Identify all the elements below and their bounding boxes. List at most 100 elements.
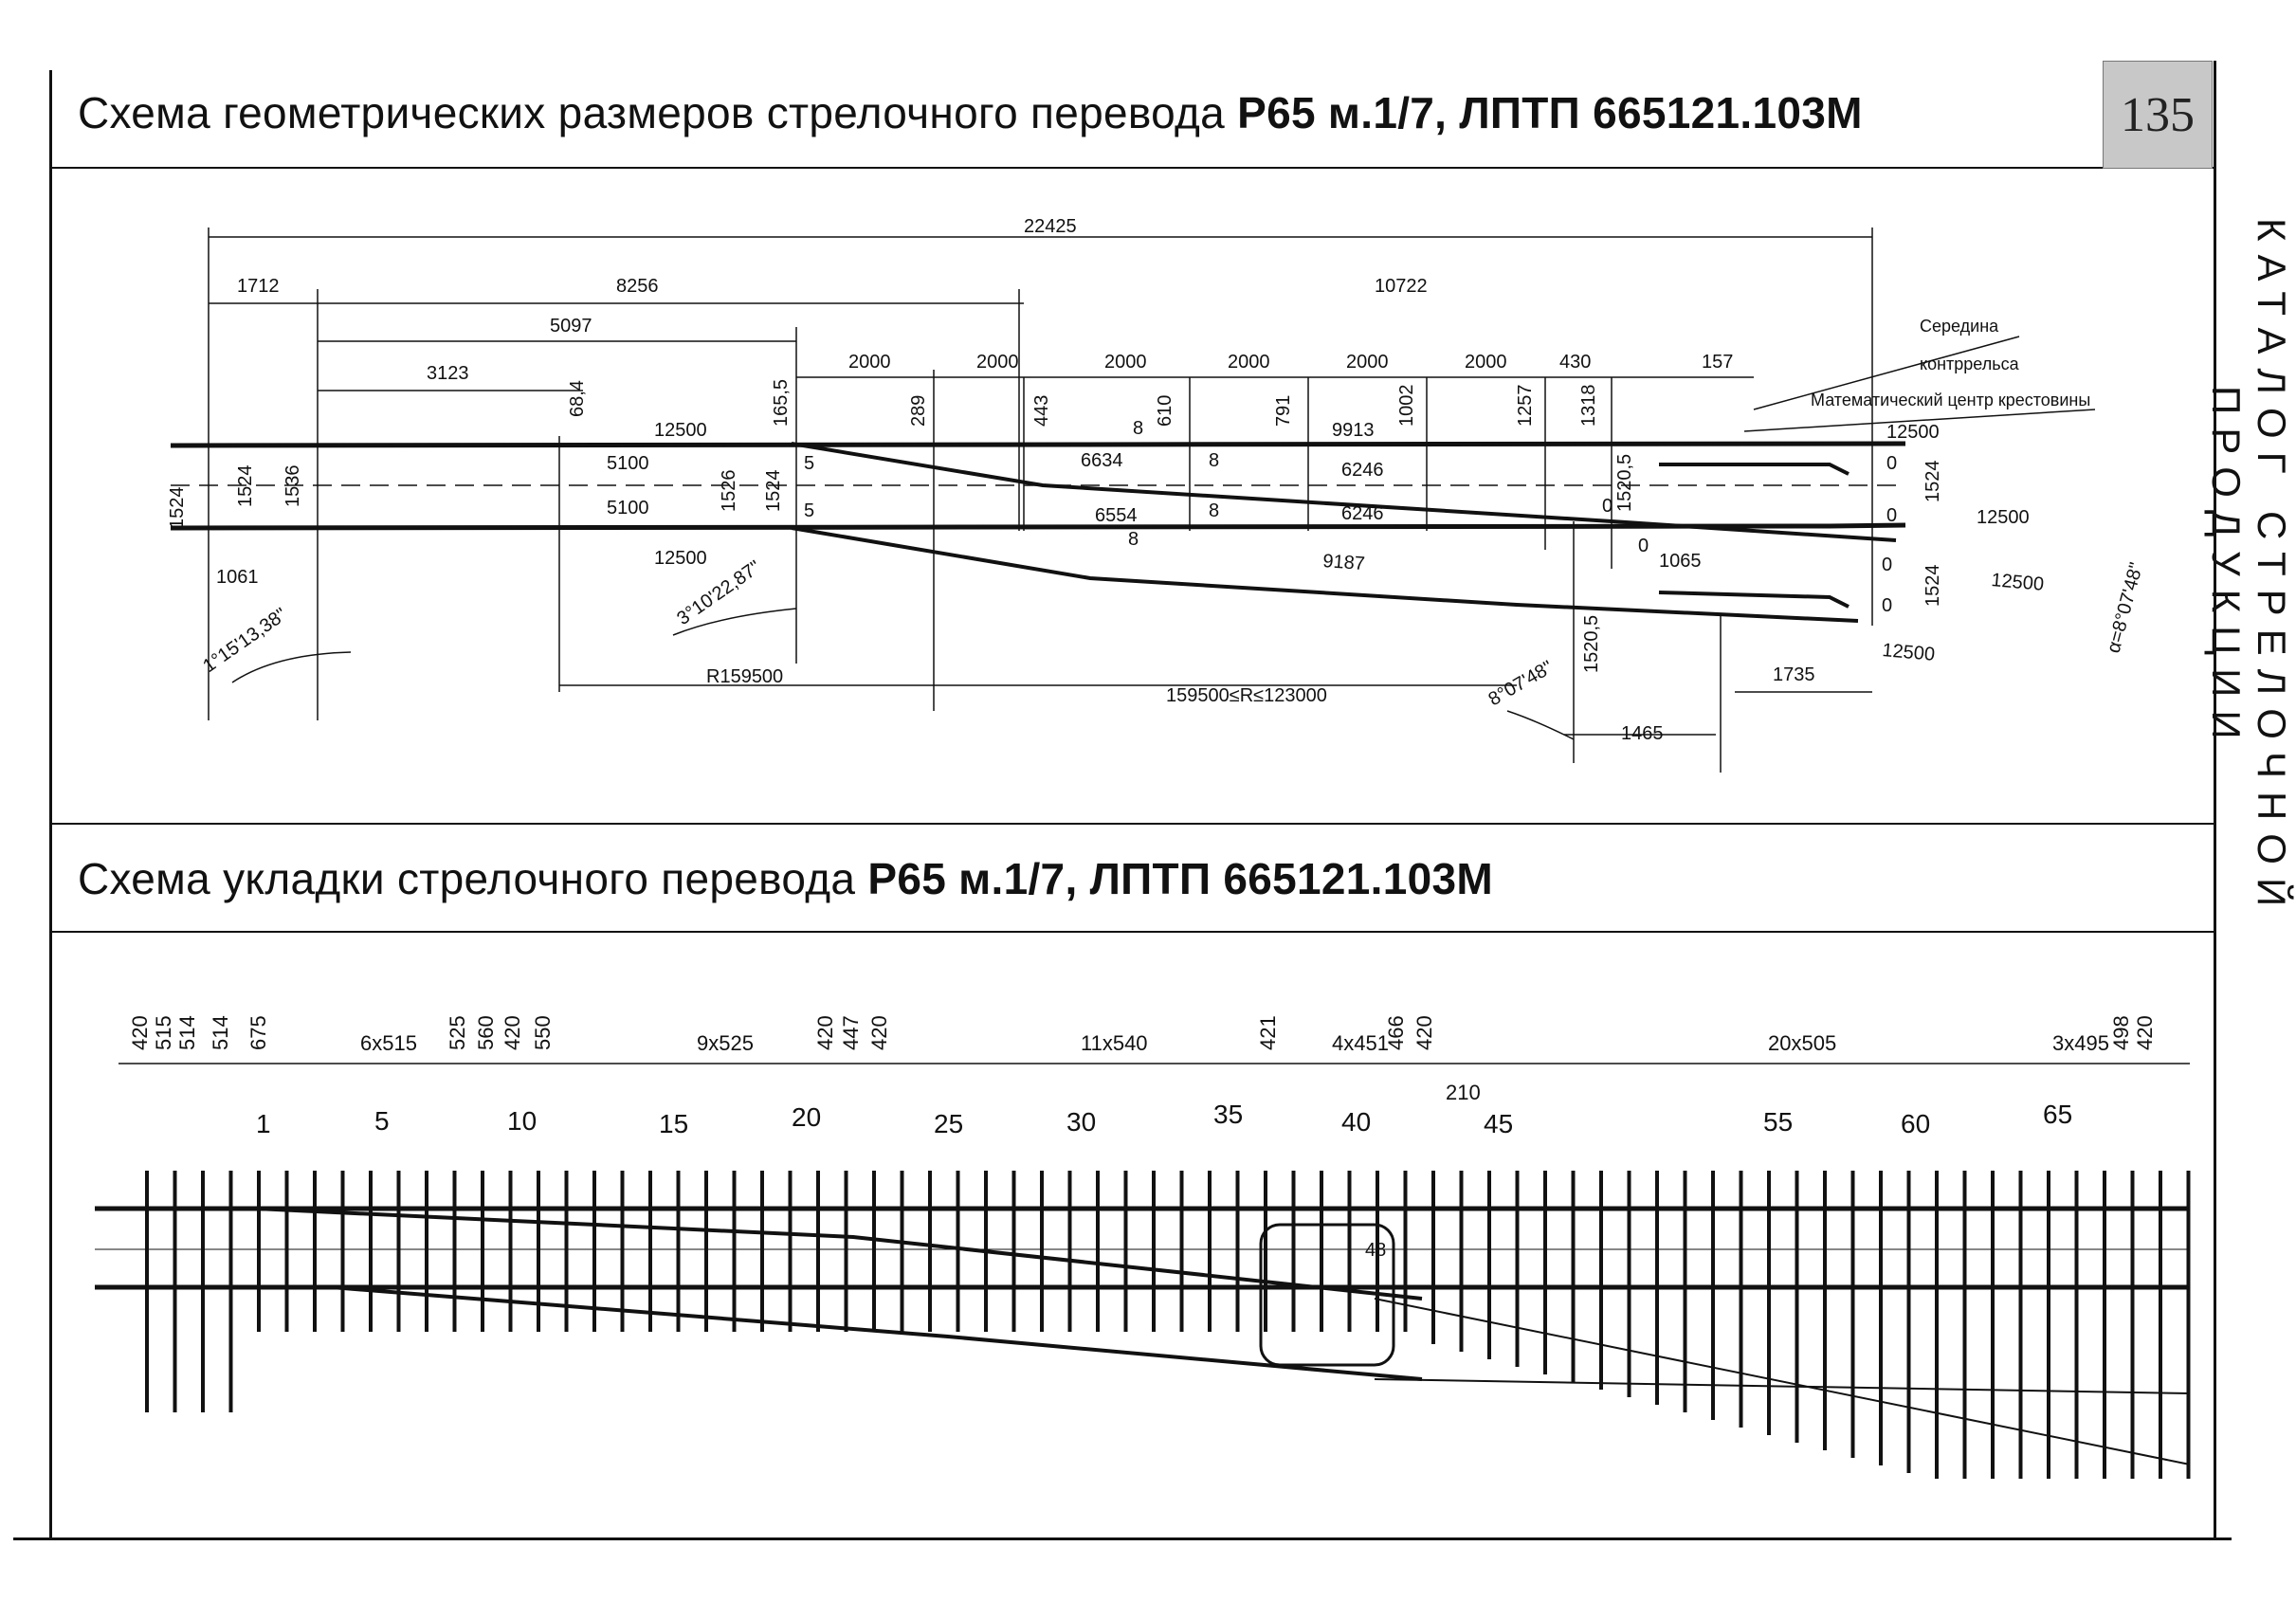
section1-title: Схема геометрических размеров стрелочног… bbox=[78, 87, 1863, 138]
layout-dim-17: 4x451 bbox=[1332, 1031, 1389, 1055]
label-12500-6: 12500 bbox=[1882, 640, 1936, 665]
offset-9: 1318 bbox=[1578, 385, 1599, 428]
span-2: 2000 bbox=[976, 352, 1019, 373]
leader-middle: Середина bbox=[1920, 317, 1999, 336]
radius-1: R159500 bbox=[706, 666, 783, 687]
sleeper-number-10: 10 bbox=[507, 1106, 537, 1136]
sleeper-number-30: 30 bbox=[1066, 1107, 1096, 1137]
divider-1 bbox=[49, 167, 2216, 169]
dim-b: 8256 bbox=[616, 276, 659, 297]
zero-1: 0 bbox=[1886, 453, 1897, 474]
layout-dim-16: 421 bbox=[1256, 1015, 1280, 1050]
layout-dim-18: 466 bbox=[1384, 1015, 1408, 1050]
layout-dim-14: 420 bbox=[867, 1015, 891, 1050]
zero-4: 0 bbox=[1882, 595, 1892, 616]
sleeper-number-5: 5 bbox=[374, 1106, 390, 1136]
label-12500-5: 12500 bbox=[1991, 570, 2045, 595]
note-210: 210 bbox=[1446, 1081, 1481, 1104]
label-6246-2: 6246 bbox=[1341, 503, 1384, 524]
main-rail-bottom bbox=[170, 522, 1906, 531]
mark-8-1: 8 bbox=[1133, 418, 1143, 439]
dim-d: 5097 bbox=[550, 316, 592, 337]
label-12500-2: 12500 bbox=[1886, 422, 1940, 443]
label-6634: 6634 bbox=[1081, 450, 1123, 471]
mark-8-2: 8 bbox=[1209, 450, 1219, 471]
label-9913: 9913 bbox=[1332, 420, 1375, 441]
layout-dim-20: 20x505 bbox=[1768, 1031, 1836, 1055]
frame-right bbox=[2214, 61, 2216, 1539]
span-4: 2000 bbox=[1228, 352, 1270, 373]
radius-2: 159500≤R≤123000 bbox=[1166, 685, 1327, 706]
layout-dim-7: 525 bbox=[446, 1015, 469, 1050]
frame-bottom bbox=[13, 1537, 2232, 1540]
gauge-1520-2: 1520,5 bbox=[1581, 615, 1602, 673]
dim-1735: 1735 bbox=[1773, 664, 1815, 685]
layout-dim-4: 514 bbox=[209, 1015, 232, 1050]
offset-8: 1257 bbox=[1515, 385, 1536, 428]
gauge-1524-2: 1524 bbox=[235, 465, 256, 508]
section1-title-regular: Схема геометрических размеров стрелочног… bbox=[78, 88, 1238, 137]
sleeper-number-45: 45 bbox=[1484, 1109, 1513, 1138]
layout-dim-6: 6x515 bbox=[360, 1031, 417, 1055]
layout-dim-8: 560 bbox=[474, 1015, 498, 1050]
label-1065: 1065 bbox=[1659, 551, 1702, 572]
offset-7: 1002 bbox=[1396, 385, 1417, 428]
gauge-1524-1: 1524 bbox=[167, 487, 188, 530]
sleeper-number-55: 55 bbox=[1763, 1107, 1793, 1137]
diverging-rail-inner bbox=[791, 526, 1859, 623]
label-12500-4: 12500 bbox=[654, 548, 707, 569]
side-caption: КАТАЛОГ СТРЕЛОЧНОЙ ПРОДУКЦИИ bbox=[2204, 217, 2294, 920]
layout-dim-5: 675 bbox=[246, 1015, 270, 1050]
zero-3: 0 bbox=[1882, 555, 1892, 575]
layout-dim-23: 420 bbox=[2133, 1015, 2157, 1050]
sleeper-number-1: 1 bbox=[256, 1109, 271, 1138]
layout-dim-13: 447 bbox=[839, 1015, 863, 1050]
offset-6: 791 bbox=[1273, 395, 1294, 427]
layout-dim-19: 420 bbox=[1412, 1015, 1436, 1050]
section2-title: Схема укладки стрелочного перевода Р65 м… bbox=[78, 853, 1493, 904]
label-6246-1: 6246 bbox=[1341, 460, 1384, 481]
label-5100-2: 5100 bbox=[607, 498, 649, 519]
span-5: 2000 bbox=[1346, 352, 1389, 373]
gauge-1520-1: 1520,5 bbox=[1614, 454, 1635, 512]
sleeper-number-25: 25 bbox=[934, 1109, 963, 1138]
diverging-rail-outer bbox=[791, 442, 1897, 542]
offset-1: 68,4 bbox=[567, 380, 588, 417]
gauge-1524-4: 1524 bbox=[1922, 461, 1943, 503]
section2-title-regular: Схема укладки стрелочного перевода bbox=[78, 854, 868, 903]
dim-1061: 1061 bbox=[216, 567, 259, 588]
layout-diverging-2 bbox=[331, 1285, 1423, 1381]
sleeper-number-65: 65 bbox=[2043, 1100, 2072, 1129]
leader-guard-rail: контррельса bbox=[1920, 355, 2020, 373]
main-rail-top bbox=[170, 441, 1906, 448]
sleeper-number-60: 60 bbox=[1901, 1109, 1930, 1138]
zero-6: 0 bbox=[1638, 536, 1649, 556]
span-1: 2000 bbox=[848, 352, 891, 373]
layout-dim-10: 550 bbox=[531, 1015, 555, 1050]
layout-dim-3: 514 bbox=[175, 1015, 199, 1050]
mark-5-1: 5 bbox=[804, 453, 814, 474]
span-8: 157 bbox=[1702, 352, 1733, 373]
label-12500-1: 12500 bbox=[654, 420, 707, 441]
dim-c: 10722 bbox=[1375, 276, 1428, 297]
layout-dim-2: 515 bbox=[152, 1015, 175, 1050]
offset-5: 610 bbox=[1155, 395, 1175, 427]
layout-dim-15: 11x540 bbox=[1081, 1031, 1148, 1055]
gauge-1524-5: 1524 bbox=[1922, 565, 1943, 608]
layout-dim-21: 3x495 bbox=[2052, 1031, 2109, 1055]
leader-center: Математический центр крестовины bbox=[1811, 391, 2090, 409]
span-7: 430 bbox=[1559, 352, 1591, 373]
zero-5: 0 bbox=[1602, 496, 1613, 517]
label-5100-1: 5100 bbox=[607, 453, 649, 474]
layout-dim-11: 9x525 bbox=[697, 1031, 754, 1055]
mark-8-4: 8 bbox=[1128, 529, 1139, 550]
section2-title-bold: Р65 м.1/7, ЛПТП 665121.103М bbox=[867, 854, 1494, 903]
zero-2: 0 bbox=[1886, 505, 1897, 526]
layout-dim-1: 420 bbox=[128, 1015, 152, 1050]
span-3: 2000 bbox=[1104, 352, 1147, 373]
guard-rail-top bbox=[1659, 463, 1850, 476]
layout-dim-9: 420 bbox=[501, 1015, 524, 1050]
offset-3: 289 bbox=[908, 395, 929, 427]
dim-1465: 1465 bbox=[1621, 723, 1664, 744]
